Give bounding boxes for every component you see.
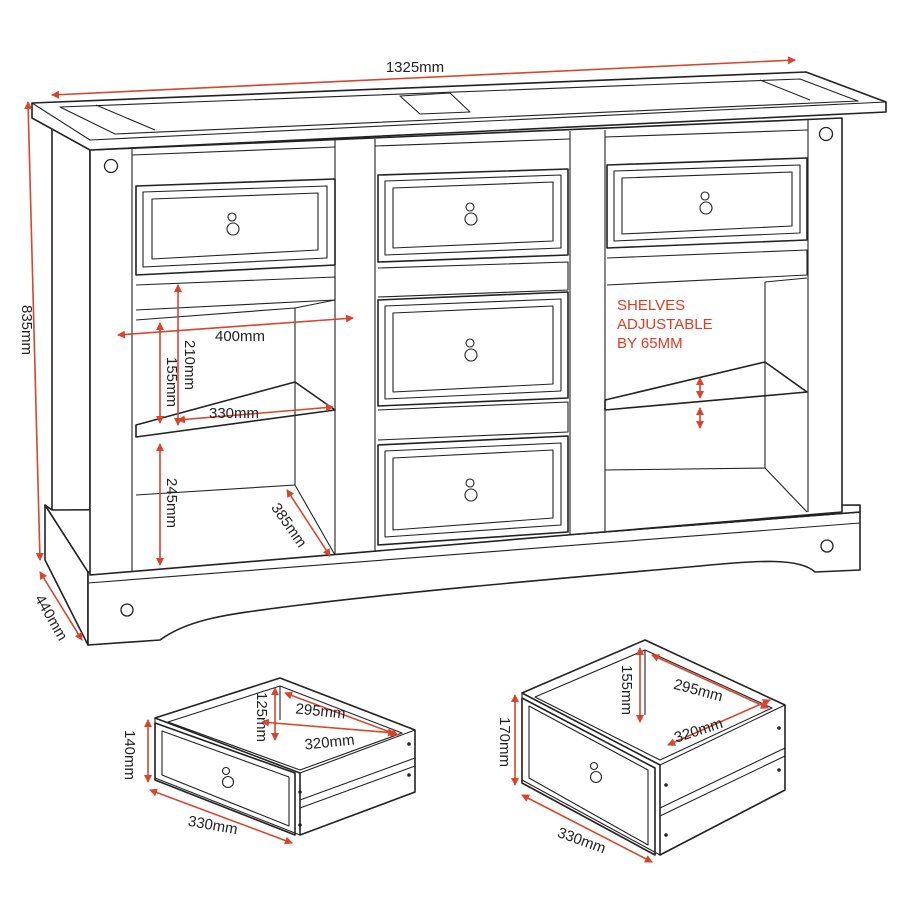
width-label: 1325mm	[386, 59, 444, 76]
small-drawer-height-label: 140mm	[121, 730, 138, 780]
shelf-width-dimension-line	[177, 403, 334, 424]
plinth-front	[87, 511, 861, 646]
large-drawer: 170mm 155mm 295mm 320mm 330mm	[496, 639, 786, 863]
small-drawer-inner-depth-label: 320mm	[304, 731, 356, 753]
top-front-edge	[31, 101, 887, 141]
small-drawer-width-label: 330mm	[187, 813, 239, 838]
large-drawer-inner-height-label: 155mm	[618, 665, 635, 715]
upper-height-label: 210mm	[181, 340, 198, 390]
left-side-panel	[51, 117, 91, 576]
center-drawer-top	[377, 168, 569, 263]
shelf-width-label: 330mm	[209, 405, 259, 422]
left-bolt-hole	[103, 158, 119, 174]
shelf-note-line-1: SHELVES	[617, 297, 685, 314]
center-top-rail	[374, 138, 571, 147]
height-dimension-line	[24, 101, 44, 561]
center-drawer-middle	[377, 291, 569, 407]
left-shelf	[135, 381, 336, 438]
right-drawer	[606, 157, 808, 249]
small-drawer-inner-depth-line	[261, 718, 396, 737]
sideboard	[31, 71, 887, 646]
depth-dimension-line	[39, 571, 83, 641]
small-drawer-inner-height-label: 125mm	[253, 692, 270, 742]
left-drawer	[135, 178, 336, 276]
small-drawer: 140mm 125mm 295mm 320mm 330mm	[121, 677, 416, 845]
plinth-bolt-right	[820, 539, 834, 553]
large-drawer-handle	[589, 761, 603, 784]
large-drawer-height-label: 170mm	[496, 717, 513, 767]
inner-width-label: 400mm	[215, 328, 265, 345]
large-drawer-width-line	[521, 794, 653, 863]
small-drawer-inner-width-label: 295mm	[295, 700, 347, 722]
carcass-front	[89, 117, 843, 576]
height-label: 835mm	[18, 305, 35, 355]
plinth-edge-line	[87, 522, 861, 584]
center-drawer-bottom	[377, 435, 569, 546]
inner-depth-dimension-line	[286, 489, 331, 557]
lower-height-label: 245mm	[163, 478, 180, 528]
small-drawer-width-line	[149, 788, 293, 845]
shelf-gap-label: 155mm	[163, 357, 180, 407]
shelf-note-line-3: BY 65MM	[617, 335, 683, 352]
plinth-bolt-left	[120, 603, 134, 617]
left-rail-below-drawer	[135, 276, 336, 311]
shelf-note-line-2: ADJUSTABLE	[617, 316, 713, 333]
right-compartment	[604, 277, 808, 513]
left-top-rail	[131, 146, 336, 156]
right-bolt-hole	[818, 126, 834, 142]
large-drawer-inner-depth-line	[667, 699, 771, 746]
width-dimension-line	[51, 56, 796, 99]
top-panel-joint-left	[95, 104, 156, 131]
right-rail-below-drawer	[606, 249, 808, 286]
right-top-rail	[604, 129, 809, 138]
center-rail-1	[377, 261, 569, 298]
large-drawer-width-label: 330mm	[555, 824, 608, 857]
left-drawer-handle	[226, 212, 240, 236]
center-rail-2	[377, 401, 569, 441]
small-drawer-handle	[221, 766, 235, 789]
right-shelf	[604, 361, 808, 411]
